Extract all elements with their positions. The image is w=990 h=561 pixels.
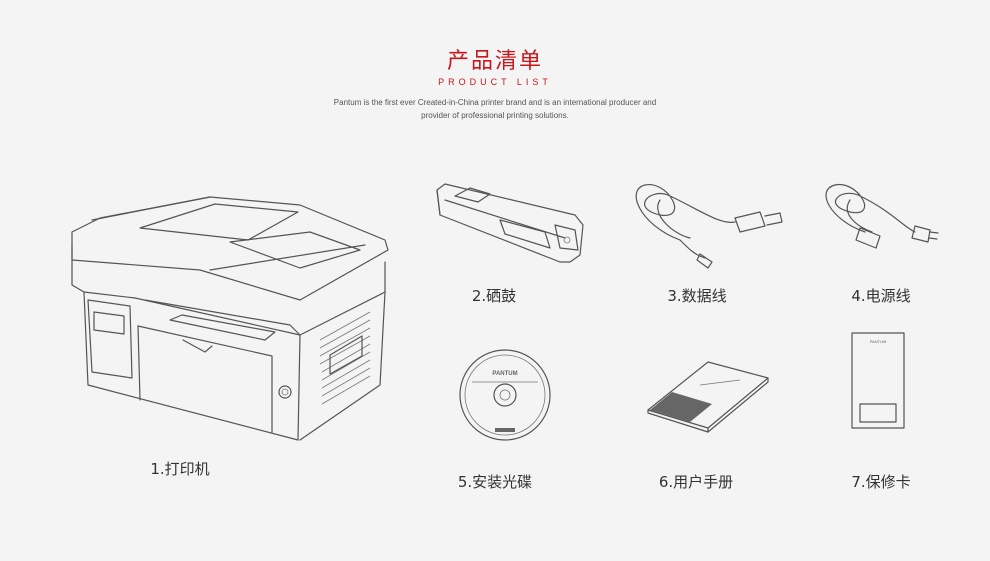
description-line-1: Pantum is the first ever Created-in-Chin…	[333, 98, 657, 107]
item-label: 5.安装光碟	[457, 473, 533, 491]
page-subtitle: PRODUCT LIST	[438, 77, 552, 87]
card-brand-text: PANTUM	[870, 339, 887, 344]
item-label: 4.电源线	[851, 287, 911, 305]
page-title: 产品清单	[446, 49, 543, 74]
description-line-2: provider of professional printing soluti…	[421, 111, 569, 120]
item-label: 6.用户手册	[658, 473, 734, 491]
item-label: 7.保修卡	[851, 473, 911, 491]
page-header: 产品清单 PRODUCT LIST Pantum is the first ev…	[0, 48, 990, 122]
cd-brand-text: PANTUM	[492, 371, 517, 377]
page-description: Pantum is the first ever Created-in-Chin…	[0, 96, 990, 122]
item-label: 3.数据线	[667, 287, 727, 305]
item-label: 2.硒鼓	[471, 287, 517, 305]
item-label: 1.打印机	[150, 460, 210, 478]
